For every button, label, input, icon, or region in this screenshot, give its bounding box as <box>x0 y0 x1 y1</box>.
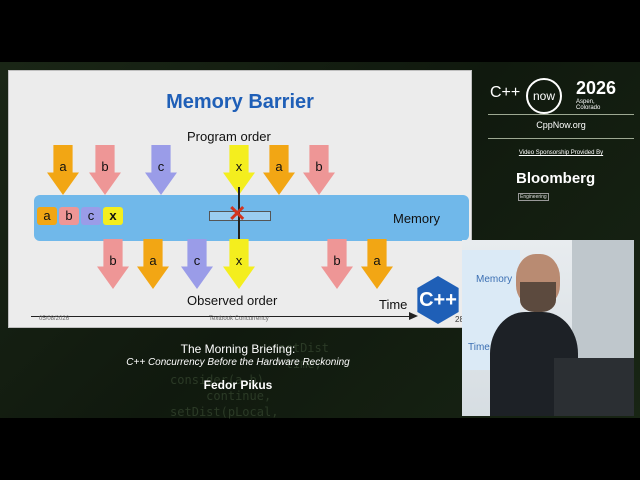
barrier-line <box>238 187 240 247</box>
speaker-beard <box>520 282 556 312</box>
time-label: Time <box>379 297 408 312</box>
observed-arrow-b: b <box>97 239 129 289</box>
program-arrow-a2: a <box>263 145 295 195</box>
divider-top <box>488 114 634 115</box>
observed-arrow-x: x <box>223 239 255 289</box>
program-arrow-c: c <box>145 145 177 195</box>
time-axis <box>31 316 411 317</box>
observed-arrow-b2: b <box>321 239 353 289</box>
program-order-label: Program order <box>187 129 271 144</box>
brand-year: 2026 <box>576 78 617 98</box>
brand-cpp: C++ <box>490 84 521 101</box>
website-label: CppNow.org <box>536 120 586 130</box>
laptop <box>554 358 634 416</box>
program-arrow-b2: b <box>303 145 335 195</box>
barrier-cross-icon: ✕ <box>228 201 247 226</box>
slide-date: 05/08/2026 <box>39 316 70 322</box>
sponsor-label: Video Sponsorship Provided By <box>518 150 604 156</box>
barrier-fence <box>209 211 271 221</box>
observed-order-label: Observed order <box>187 293 278 308</box>
cam-board-text-time: Time <box>468 342 490 353</box>
memory-item-x: x <box>103 207 123 225</box>
sponsor-logo: Bloomberg <box>516 170 596 187</box>
memory-item-c: c <box>81 207 101 225</box>
slide-page-number: 28 <box>455 315 464 324</box>
observed-arrow-a: a <box>137 239 169 289</box>
memory-item-b: b <box>59 207 79 225</box>
video-frame: std::string single; auto dLength, n; dou… <box>0 62 640 419</box>
memory-label: Memory <box>393 211 440 226</box>
observed-arrow-c: c <box>181 239 213 289</box>
time-arrow-icon <box>409 312 418 320</box>
talk-subtitle: C++ Concurrency Before the Hardware Reck… <box>126 357 350 368</box>
observed-arrow-a2: a <box>361 239 393 289</box>
program-arrow-b: b <box>89 145 121 195</box>
slide-footer: Textbook Concurrency <box>209 316 269 322</box>
brand-location: Aspen, Colorado <box>576 99 601 111</box>
brand-now: now <box>526 78 562 114</box>
cam-board-text-memory: Memory <box>476 274 513 285</box>
memory-item-a: a <box>37 207 57 225</box>
sponsor-subtitle: Engineering <box>518 193 549 201</box>
slide-title: Memory Barrier <box>166 91 314 113</box>
talk-title: The Morning Briefing: <box>180 342 296 356</box>
speaker-webcam: Memory Time <box>462 240 634 416</box>
speaker-name: Fedor Pikus <box>203 378 273 392</box>
divider-bottom <box>488 138 634 139</box>
program-arrow-a: a <box>47 145 79 195</box>
presentation-slide: Memory Barrier Program order a b c x a b… <box>8 70 472 328</box>
